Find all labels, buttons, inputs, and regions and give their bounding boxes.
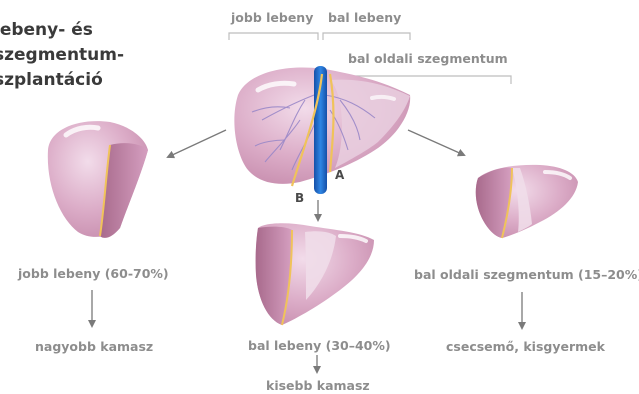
recipient-right-lobe: nagyobb kamasz [35, 339, 153, 354]
marker-b: B [295, 191, 304, 205]
graft-label-left-lobe: bal lebeny (30–40%) [248, 338, 391, 353]
arrow-to-left-lateral-segment [408, 130, 464, 155]
bracket-right-lobe [229, 33, 318, 40]
recipient-left-lobe: kisebb kamasz [266, 378, 370, 393]
graft-right-lobe [48, 121, 148, 238]
whole-liver [234, 66, 410, 194]
bracket-left-lobe [323, 33, 410, 40]
graft-left-lateral-segment [476, 165, 578, 238]
arrow-to-right-lobe [168, 130, 226, 157]
graft-label-right-lobe: jobb lebeny (60-70%) [18, 266, 169, 281]
recipient-left-lateral-segment: csecsemő, kisgyermek [446, 339, 605, 354]
graft-left-lobe [256, 223, 374, 325]
marker-a: A [335, 168, 344, 182]
graft-label-left-lateral-segment: bal oldali szegmentum (15–20%) [414, 267, 639, 282]
